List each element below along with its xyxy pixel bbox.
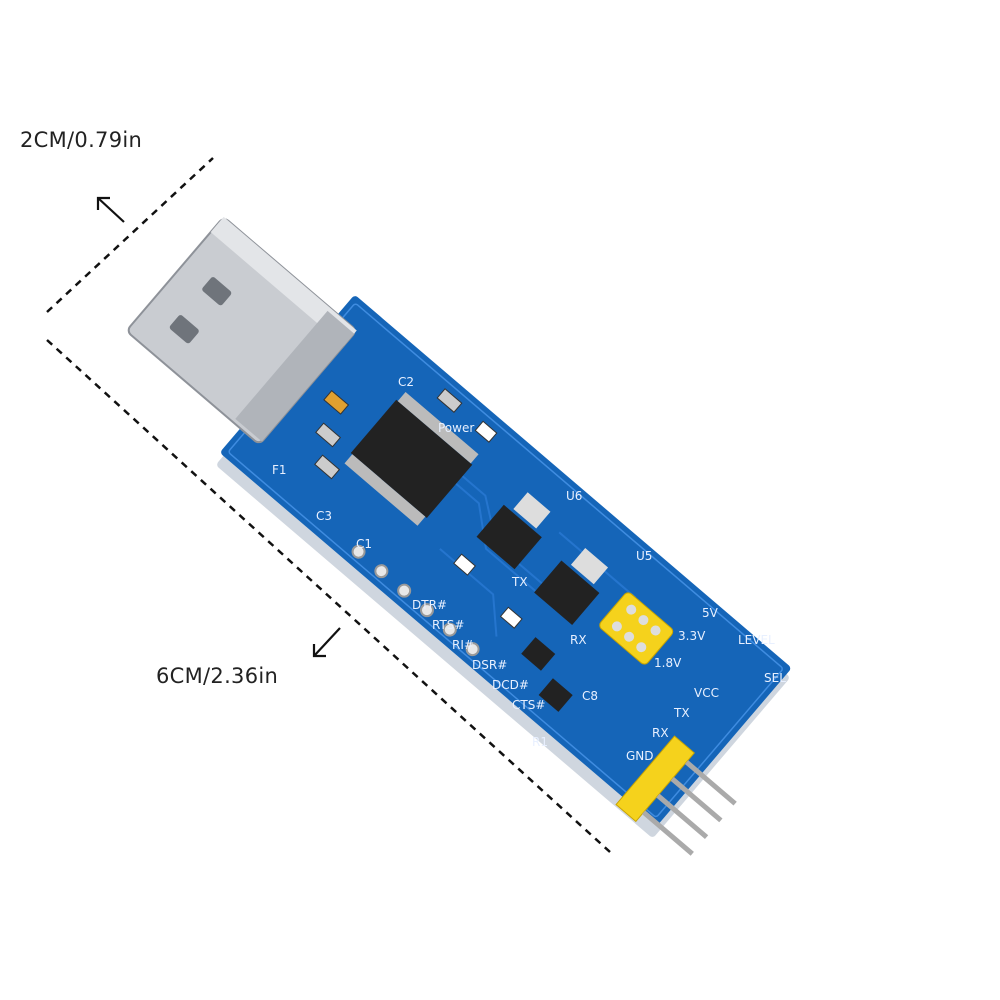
rx-pin-label: RX [652, 726, 669, 740]
power-label: Power [438, 421, 474, 435]
c8-label: C8 [582, 689, 598, 703]
level-5v-label: 5V [702, 606, 719, 620]
regulator-u5 [534, 560, 600, 625]
level-3v3-label: 3.3V [678, 629, 706, 643]
width-dimension-line [46, 157, 214, 313]
power-led [474, 420, 498, 443]
usb-connector [127, 216, 357, 444]
level-1v8-label: 1.8V [654, 656, 682, 670]
width-dimension-label: 2CM/0.79in [20, 128, 143, 152]
c2-label: C2 [398, 375, 414, 389]
sel-label: SEL [764, 671, 786, 685]
vcc-label: VCC [694, 686, 719, 700]
level-jumper-header[interactable] [598, 591, 675, 666]
u6-label: U6 [566, 489, 582, 503]
c1-label: C1 [356, 537, 372, 551]
pin-label-rts: RTS# [432, 618, 464, 632]
pin-label-dtr: DTR# [412, 598, 447, 612]
pin-label-dcd: DCD# [492, 678, 529, 692]
tx-led-label: TX [511, 575, 528, 589]
r1-label: R1 [532, 735, 548, 749]
ftdi-chip [350, 399, 473, 518]
length-dimension-line [46, 339, 611, 853]
pin-label-dsr: DSR# [472, 658, 507, 672]
rx-led [499, 606, 523, 629]
regulator-u6 [476, 504, 542, 570]
silkscreen-labels: Power C2 F1 C3 C1 U6 U5 TX RX C8 R1 DTR#… [272, 375, 786, 763]
pin-label-ri: RI# [452, 638, 474, 652]
u5-label: U5 [636, 549, 652, 563]
tx-led [453, 553, 476, 576]
tx-pin-label: TX [673, 706, 690, 720]
pin-label-cts: CTS# [512, 698, 545, 712]
level-title-label: LEVEL [738, 633, 775, 647]
output-pin-header[interactable] [615, 735, 743, 863]
f1-label: F1 [272, 463, 287, 477]
arrow-up-left-icon [96, 196, 125, 223]
c3-label: C3 [316, 509, 332, 523]
breakout-holes [351, 544, 480, 657]
arrow-down-left-icon [312, 627, 341, 658]
rx-led-label: RX [570, 633, 587, 647]
gnd-label: GND [626, 749, 654, 763]
length-dimension-label: 6CM/2.36in [156, 664, 279, 688]
